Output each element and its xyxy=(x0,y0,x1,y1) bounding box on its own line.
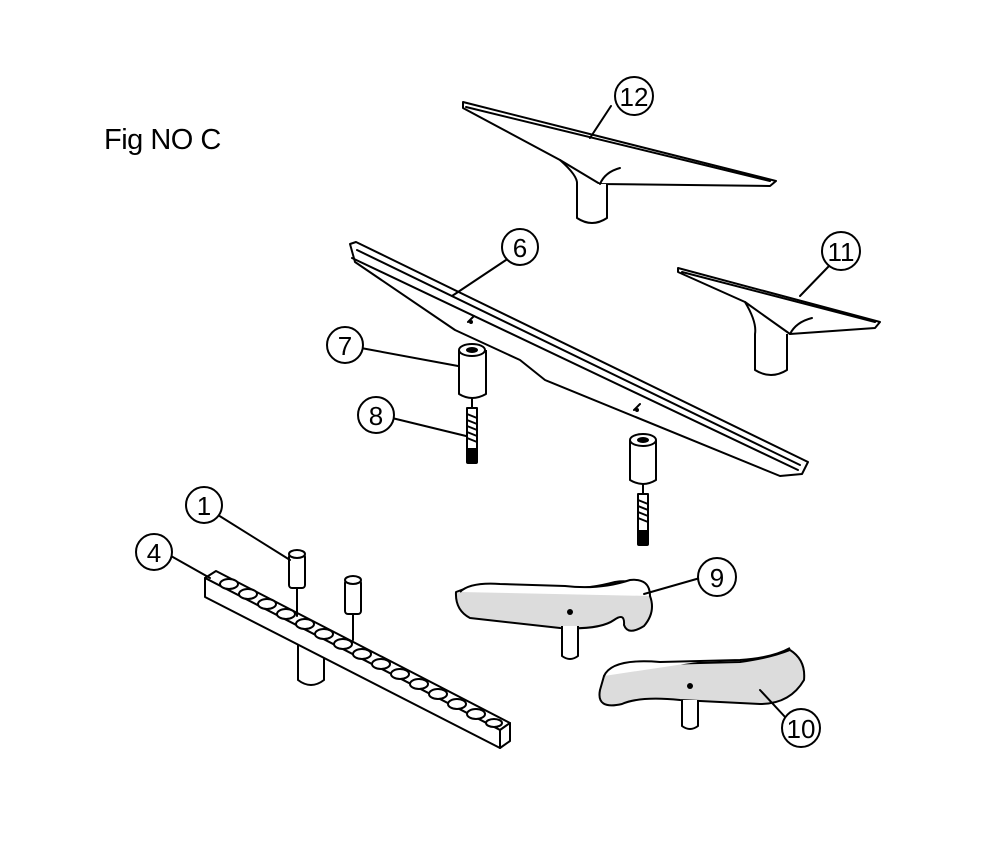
svg-text:9: 9 xyxy=(710,563,724,593)
figure-title: Fig NO C xyxy=(104,124,221,156)
part-6-long-bar xyxy=(349,241,809,477)
callout-9: 9 xyxy=(697,557,737,597)
callout-6: 6 xyxy=(501,228,539,266)
svg-text:1: 1 xyxy=(197,491,211,521)
leader-lines xyxy=(170,105,830,719)
part-9-curved-rest xyxy=(454,578,653,660)
svg-text:11: 11 xyxy=(828,237,855,267)
part-11-tool-rest-large xyxy=(462,101,777,224)
part-1-pin xyxy=(288,549,362,641)
part-12-tool-rest-small xyxy=(677,267,881,376)
callout-4: 4 xyxy=(135,533,173,571)
svg-text:7: 7 xyxy=(338,331,352,361)
svg-text:10: 10 xyxy=(787,714,816,744)
callout-7: 7 xyxy=(326,326,364,364)
part-7-spacer xyxy=(458,343,657,485)
svg-text:12: 12 xyxy=(620,82,649,112)
part-8-bolt xyxy=(466,397,649,546)
part-10-curved-rest xyxy=(598,647,806,730)
callout-11: 12 xyxy=(614,76,654,116)
part-4-indexing-bar xyxy=(204,570,511,749)
callout-8: 8 xyxy=(357,396,395,434)
callout-10: 10 xyxy=(781,708,821,748)
svg-text:6: 6 xyxy=(513,233,527,263)
callout-12: 11 xyxy=(821,231,861,271)
hole-row xyxy=(219,578,503,728)
svg-text:8: 8 xyxy=(369,401,383,431)
svg-text:4: 4 xyxy=(147,538,161,568)
callout-1: 1 xyxy=(185,486,223,524)
